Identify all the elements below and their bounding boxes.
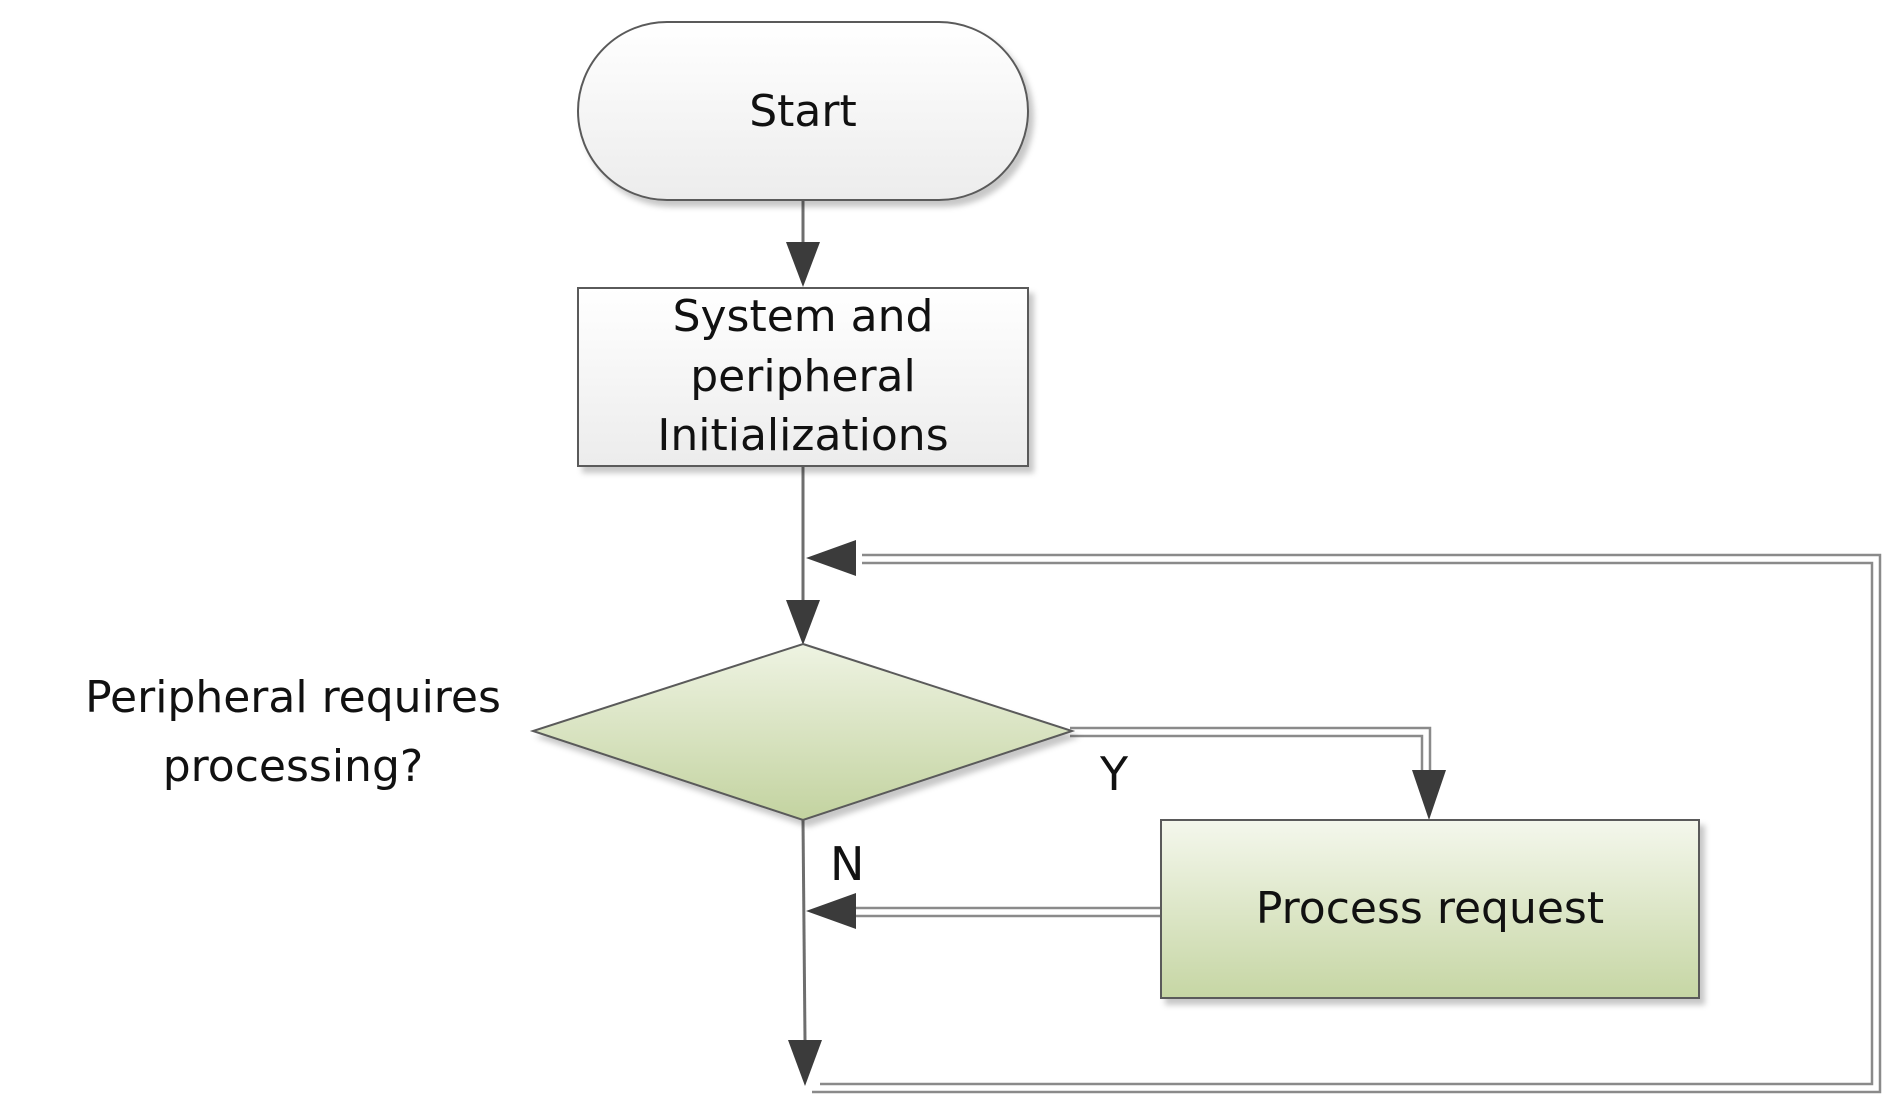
- init-label-line-1: System and: [673, 291, 934, 342]
- decision-label-line-1: Peripheral requires: [85, 672, 501, 723]
- arrowhead-process-return: [806, 893, 856, 929]
- process-request-box: [1160, 819, 1700, 999]
- process-request-label: Process request: [1256, 883, 1604, 934]
- arrowhead-into-decision: [786, 600, 820, 645]
- init-process-box: [577, 287, 1029, 467]
- start-terminal: [577, 21, 1029, 201]
- connector-yes-inner: [1070, 734, 1424, 777]
- arrowhead-bottom: [788, 1040, 822, 1086]
- init-label-line-3: Initializations: [657, 410, 948, 461]
- branch-no-label: N: [830, 837, 864, 891]
- decision-label-line-2: processing?: [163, 741, 423, 792]
- start-label: Start: [749, 86, 857, 137]
- branch-yes-label: Y: [1099, 747, 1129, 801]
- loop-back-line-inner: [820, 561, 1874, 1086]
- connector-no-down: [801, 819, 807, 1041]
- init-label-line-2: peripheral: [690, 351, 915, 402]
- connector-yes: [1070, 726, 1432, 777]
- loop-back-line-outer: [812, 553, 1882, 1094]
- arrowhead-loop-return: [806, 540, 856, 576]
- arrowhead-into-process: [1412, 770, 1446, 820]
- arrowhead-start-to-init: [786, 242, 820, 287]
- decision-diamond: [529, 642, 1076, 822]
